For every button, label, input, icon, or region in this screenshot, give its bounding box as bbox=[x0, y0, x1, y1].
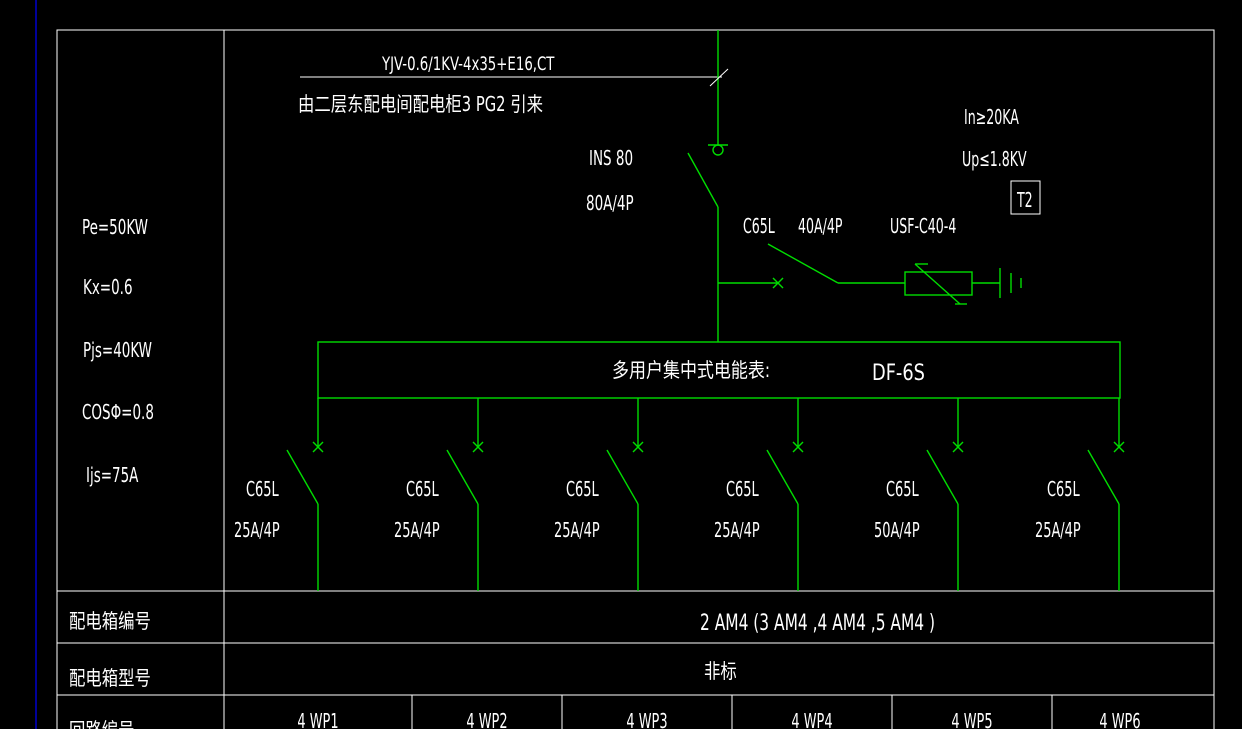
branch-circuit-number: 4 WP6 bbox=[1099, 711, 1140, 729]
branch-rating-label: 25A/4P bbox=[1035, 520, 1081, 543]
branch-rating-label: 25A/4P bbox=[394, 520, 440, 543]
branch-switch-blade bbox=[446, 449, 479, 505]
param-ijs: Ijs=75A bbox=[86, 465, 139, 488]
box-number-value: 2 AM4 (3 AM4 ,4 AM4 ,5 AM4 ) bbox=[700, 610, 935, 636]
circuit-number-label: 回路编号 bbox=[69, 720, 135, 729]
spd-in-rating: In≥20KA bbox=[964, 107, 1019, 130]
branch-model-label: C65L bbox=[566, 479, 599, 502]
param-cos: COSΦ=0.8 bbox=[82, 402, 154, 425]
branch-circuit-number: 4 WP2 bbox=[466, 711, 507, 729]
param-kx: Kx=0.6 bbox=[83, 277, 133, 300]
spd-breaker-rating: 40A/4P bbox=[798, 216, 842, 239]
branch-model-label: C65L bbox=[886, 479, 919, 502]
branch-model-label: C65L bbox=[246, 479, 279, 502]
branch-cross-mark bbox=[1113, 441, 1125, 453]
branch-cross-mark bbox=[312, 441, 324, 453]
spd-branch-symbol bbox=[718, 243, 1022, 305]
spd-class-box bbox=[1010, 180, 1041, 215]
main-switch-symbol bbox=[687, 152, 719, 342]
branch-cross-mark bbox=[792, 441, 804, 453]
incoming-cable bbox=[300, 30, 729, 156]
main-switch-model: INS 80 bbox=[589, 148, 633, 171]
box-type-value: 非标 bbox=[704, 661, 737, 684]
meter-box bbox=[317, 341, 1121, 399]
branch-circuit-number: 4 WP5 bbox=[951, 711, 992, 729]
branch-6: C65L 25A/4P 4 WP6 bbox=[1035, 398, 1141, 729]
spd-breaker-model: C65L bbox=[743, 216, 775, 239]
spd-up-rating: Up≤1.8KV bbox=[962, 149, 1027, 172]
branch-model-label: C65L bbox=[1047, 479, 1080, 502]
param-pe: Pe=50KW bbox=[82, 217, 148, 240]
branch-switch-blade bbox=[606, 449, 639, 505]
branch-circuit-number: 4 WP4 bbox=[791, 711, 832, 729]
branch-rating-label: 50A/4P bbox=[874, 520, 920, 543]
branch-circuit-number: 4 WP1 bbox=[297, 711, 338, 729]
box-type-label: 配电箱型号 bbox=[69, 668, 151, 691]
spd-device-model: USF-C40-4 bbox=[890, 216, 956, 239]
branch-model-label: C65L bbox=[406, 479, 439, 502]
branch-cross-mark bbox=[952, 441, 964, 453]
branch-cross-mark bbox=[472, 441, 484, 453]
meter-model: DF-6S bbox=[872, 360, 925, 385]
branch-2: C65L 25A/4P 4 WP2 bbox=[394, 398, 508, 729]
branch-rating-label: 25A/4P bbox=[234, 520, 280, 543]
branch-5: C65L 50A/4P 4 WP5 bbox=[874, 398, 993, 729]
spd-class-label: T2 bbox=[1016, 190, 1033, 213]
branch-cross-mark bbox=[632, 441, 644, 453]
main-switch-rating: 80A/4P bbox=[586, 193, 634, 216]
meter-label: 多用户集中式电能表: bbox=[612, 360, 770, 383]
branch-rating-label: 25A/4P bbox=[554, 520, 600, 543]
branch-circuit-number: 4 WP3 bbox=[626, 711, 667, 729]
source-note-text: 由二层东配电间配电柜3 PG2 引来 bbox=[298, 94, 543, 117]
param-pjs: Pjs=40KW bbox=[83, 340, 152, 363]
cable-spec-text: YJV-0.6/1KV-4x35+E16,CT bbox=[381, 53, 555, 75]
branch-1: C65L 25A/4P 4 WP1 bbox=[234, 398, 339, 729]
branch-switch-blade bbox=[766, 449, 799, 505]
branch-rating-label: 25A/4P bbox=[714, 520, 760, 543]
branch-switch-blade bbox=[926, 449, 959, 505]
cable-tick bbox=[709, 68, 729, 87]
branch-4: C65L 25A/4P 4 WP4 bbox=[714, 398, 833, 729]
branch-switch-blade bbox=[1087, 449, 1120, 505]
branch-switch-blade bbox=[286, 449, 319, 505]
table-frame bbox=[56, 29, 1215, 729]
branch-circuits: C65L 25A/4P 4 WP1 C65L 25A/4P 4 WP2 C65L 25A/4P… bbox=[234, 398, 1141, 729]
branch-model-label: C65L bbox=[726, 479, 759, 502]
box-number-label: 配电箱编号 bbox=[69, 611, 151, 634]
branch-3: C65L 25A/4P 4 WP3 bbox=[554, 398, 668, 729]
